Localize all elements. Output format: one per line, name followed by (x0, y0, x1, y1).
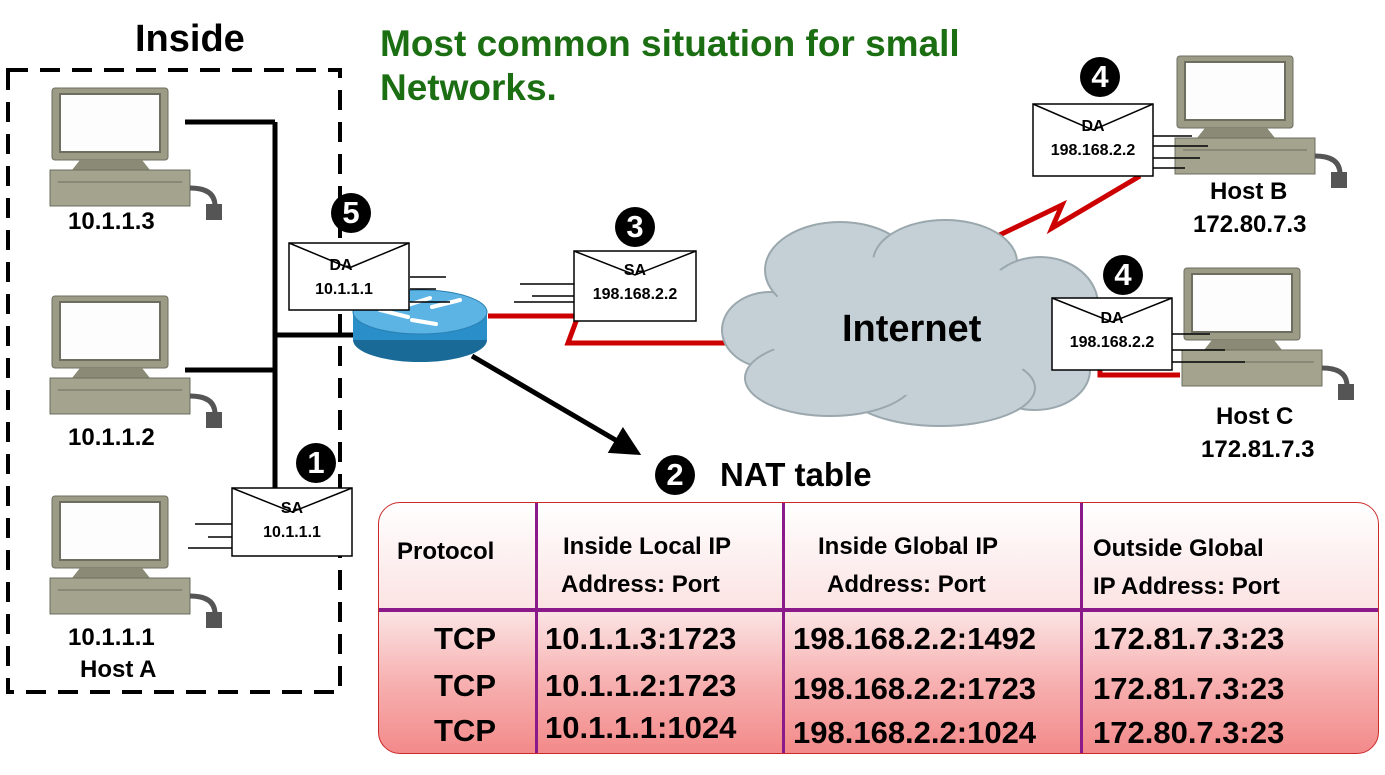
column-divider (535, 503, 538, 753)
cell-inside-local: 10.1.1.1:1024 (545, 710, 737, 745)
host-10-1-1-3-computer (50, 88, 222, 220)
cell-inside-local: 10.1.1.2:1723 (545, 668, 737, 703)
step-4-badge: 4 (1103, 255, 1143, 295)
internet-cloud (721, 219, 1099, 427)
envelope-5-label: DA (329, 257, 353, 274)
header-inside-global-1: Inside Global IP (818, 533, 999, 560)
inside-boundary (6, 68, 342, 694)
host-a-ip-label: 10.1.1.1 (68, 624, 155, 651)
header-divider (379, 608, 1378, 612)
header-protocol: Protocol (397, 538, 495, 565)
envelope-3-ip: 198.168.2.2 (592, 286, 678, 303)
nat-arrow (470, 353, 642, 456)
column-divider (1080, 503, 1083, 753)
cell-protocol: TCP (434, 621, 496, 656)
title-line-1: Most common situation for small (380, 23, 960, 64)
cell-outside-global: 172.81.7.3:23 (1093, 671, 1285, 706)
cell-inside-local: 10.1.1.3:1723 (545, 621, 737, 656)
diagram-title: Most common situation for small Networks… (380, 22, 960, 110)
cell-inside-global: 198.168.2.2:1492 (793, 621, 1037, 656)
cell-protocol: TCP (434, 668, 496, 703)
host-ip-label: 10.1.1.2 (68, 424, 155, 451)
cell-inside-global: 198.168.2.2:1723 (793, 671, 1037, 706)
cell-inside-global: 198.168.2.2:1024 (793, 715, 1037, 750)
envelope-4-b-ip: 198.168.2.2 (1050, 142, 1136, 159)
envelopes (231, 103, 1173, 557)
cell-outside-global: 172.80.7.3:23 (1093, 715, 1285, 750)
step-3-badge: 3 (615, 207, 655, 247)
step-4-badge: 4 (1080, 57, 1120, 97)
host-c-name-label: Host C (1216, 403, 1294, 430)
nat-table-title: NAT table (720, 456, 872, 493)
envelope-1-ip: 10.1.1.1 (263, 524, 321, 541)
cell-protocol: TCP (434, 713, 496, 748)
envelope-3-label: SA (623, 262, 647, 279)
cell-outside-global: 172.81.7.3:23 (1093, 621, 1285, 656)
host-ip-label: 10.1.1.3 (68, 208, 155, 235)
host-b-name-label: Host B (1210, 178, 1288, 205)
inside-label: Inside (135, 18, 245, 60)
title-line-2: Networks. (380, 67, 557, 108)
host-10-1-1-2-computer (50, 296, 222, 428)
host-b-ip-label: 172.80.7.3 (1193, 211, 1307, 238)
header-inside-global-2: Address: Port (827, 571, 986, 598)
host-a-name-label: Host A (80, 656, 157, 683)
step-5-badge: 5 (331, 193, 371, 233)
envelope-1 (231, 487, 353, 557)
envelope-5 (288, 242, 410, 311)
envelope-4-host-c (1051, 297, 1173, 371)
lan-cabling (185, 119, 358, 500)
envelope-4-c-ip: 198.168.2.2 (1069, 334, 1155, 351)
host-c-ip-label: 172.81.7.3 (1201, 436, 1315, 463)
column-divider (782, 503, 785, 753)
envelope-3 (573, 250, 697, 322)
internet-label: Internet (842, 308, 982, 350)
router (352, 289, 488, 362)
nat-table: Protocol Inside Local IP Address: Port I… (378, 502, 1379, 754)
header-inside-local-1: Inside Local IP (563, 533, 732, 560)
header-outside-global-1: Outside Global (1093, 535, 1264, 562)
header-outside-global-2: IP Address: Port (1093, 573, 1280, 600)
envelope-4-b-label: DA (1081, 118, 1105, 135)
envelope-4-host-b (1032, 103, 1154, 177)
header-inside-local-2: Address: Port (561, 571, 720, 598)
step-1-badge: 1 (296, 443, 336, 483)
speed-lines (188, 135, 1245, 549)
envelope-1-label: SA (280, 500, 304, 517)
envelope-5-ip: 10.1.1.1 (315, 281, 373, 298)
host-a-computer (50, 496, 222, 628)
envelope-4-c-label: DA (1100, 310, 1124, 327)
step-2-badge: 2 (655, 455, 695, 495)
host-b-computer (1175, 56, 1347, 188)
